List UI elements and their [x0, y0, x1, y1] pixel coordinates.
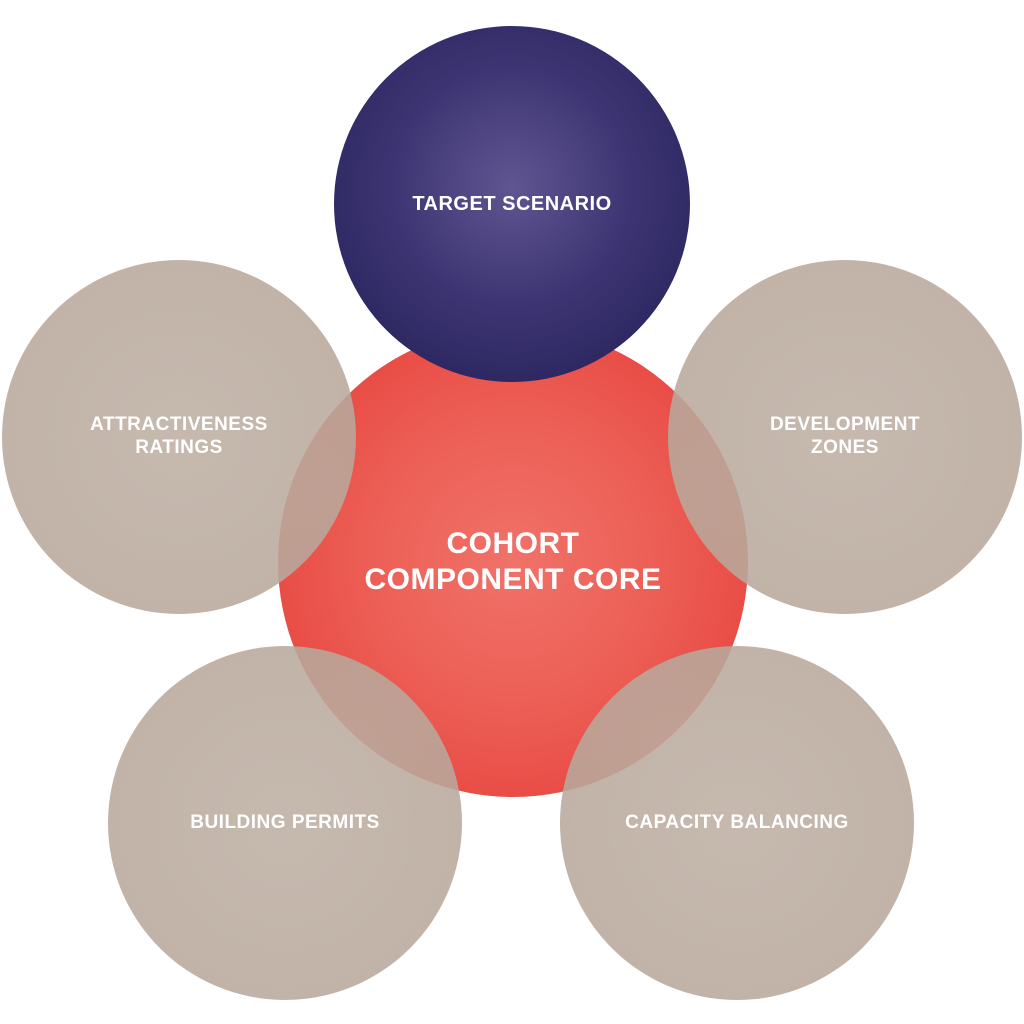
- target-scenario-circle: TARGET SCENARIO: [334, 26, 690, 382]
- development-zones-label: DEVELOPMENT ZONES: [769, 414, 921, 458]
- core-label: COHORT COMPONENT CORE: [364, 527, 662, 596]
- capacity-balancing-circle: CAPACITY BALANCING: [560, 646, 914, 1000]
- attractiveness-ratings-label: ATTRACTIVENESS RATINGS: [90, 414, 268, 458]
- building-permits-label: BUILDING PERMITS: [190, 811, 380, 833]
- attractiveness-ratings-circle: ATTRACTIVENESS RATINGS: [2, 260, 356, 614]
- building-permits-circle: BUILDING PERMITS: [108, 646, 462, 1000]
- target-scenario-label: TARGET SCENARIO: [412, 193, 612, 215]
- capacity-balancing-label: CAPACITY BALANCING: [625, 811, 849, 833]
- development-zones-circle: DEVELOPMENT ZONES: [668, 260, 1022, 614]
